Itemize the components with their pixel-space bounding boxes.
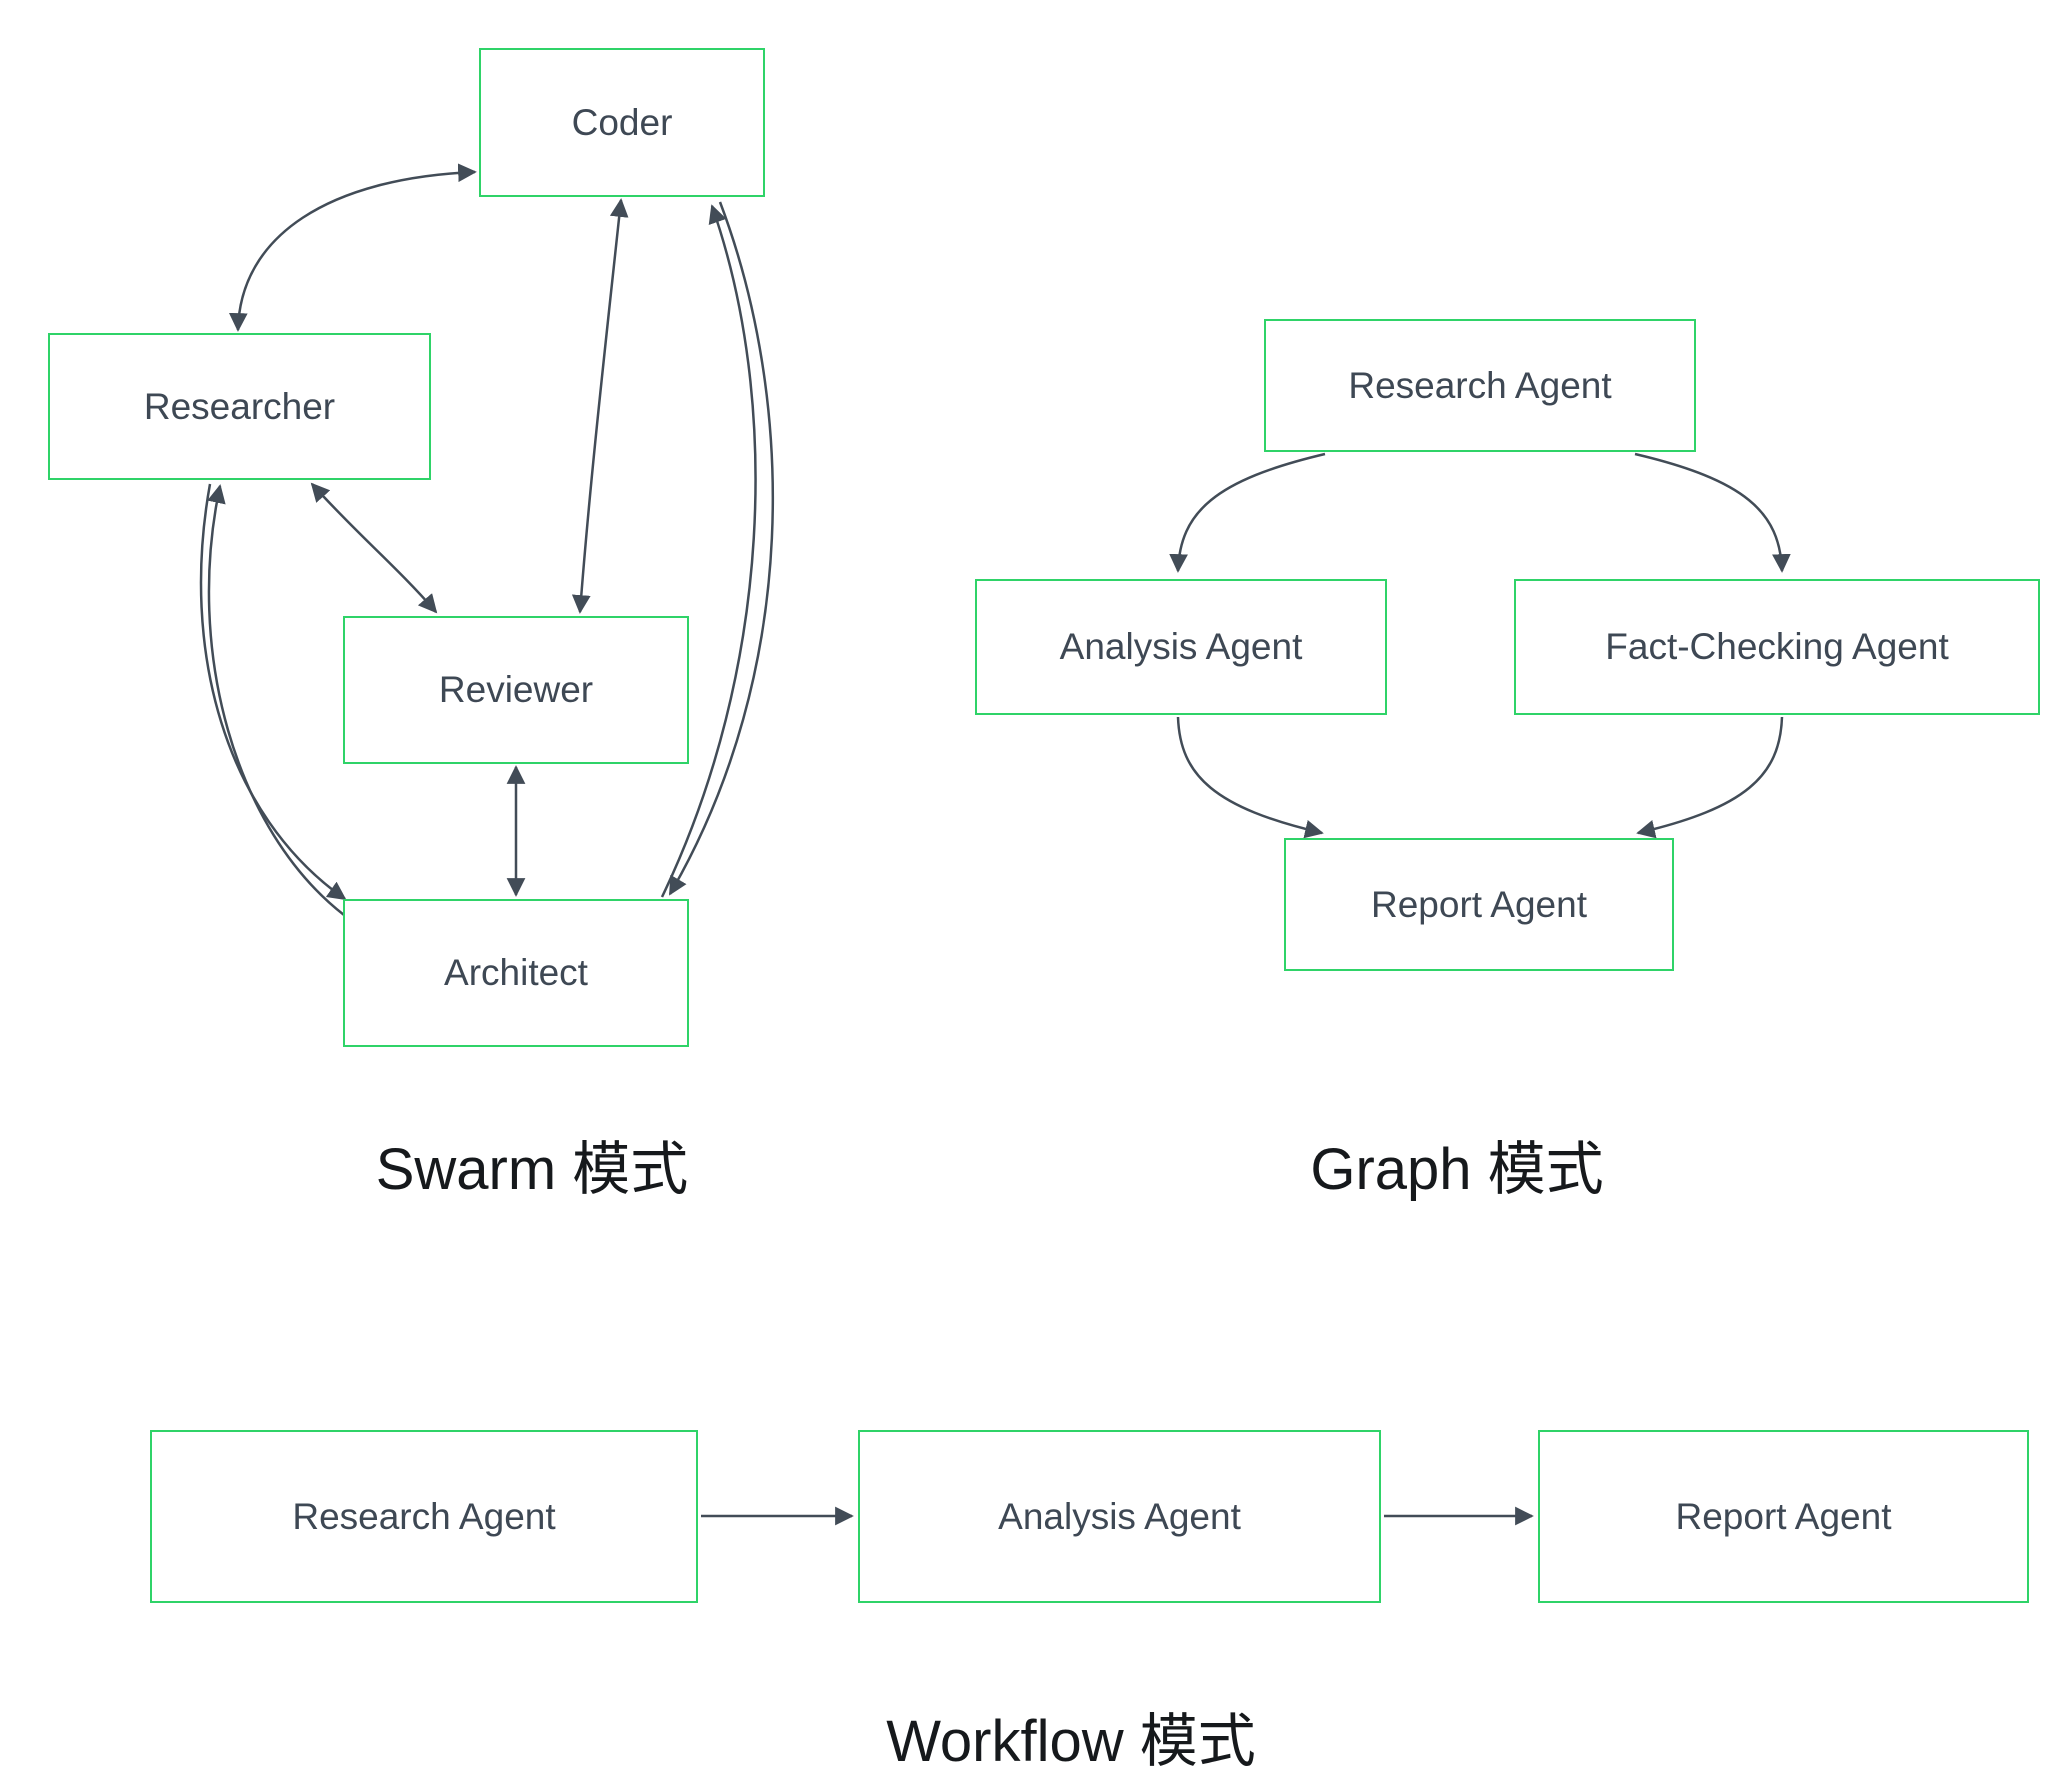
swarm-node-architect: Architect: [343, 899, 689, 1047]
graph-node-report-agent-label: Report Agent: [1371, 883, 1587, 925]
swarm-node-researcher-label: Researcher: [143, 385, 336, 427]
swarm-diagram-title: Swarm 模式: [375, 1137, 689, 1202]
edge-coder-reviewer: [571, 198, 629, 614]
workflow-node-report-agent-label: Report Agent: [1675, 1495, 1892, 1537]
swarm-node-architect-label: Architect: [444, 952, 588, 993]
graph-node-fact-checking-agent: Fact-Checking Agent: [1514, 579, 2040, 715]
edge-researcher-coder: [228, 163, 477, 332]
graph-node-analysis-agent-label: Analysis Agent: [1059, 626, 1303, 667]
graph-node-fact-checking-agent-label: Fact-Checking Agent: [1605, 626, 1949, 667]
swarm-node-reviewer: Reviewer: [343, 616, 689, 764]
swarm-node-coder-label: Coder: [571, 101, 673, 143]
graph-node-research-agent: Research Agent: [1264, 319, 1696, 452]
swarm-node-reviewer-label: Reviewer: [438, 669, 594, 710]
workflow-diagram-title: Workflow 模式: [886, 1709, 1256, 1774]
workflow-node-research-agent: Research Agent: [150, 1430, 698, 1603]
edge-coder-architect-out: [668, 201, 774, 896]
graph-node-report-agent: Report Agent: [1284, 838, 1674, 971]
swarm-node-researcher: Researcher: [48, 333, 431, 480]
swarm-node-coder: Coder: [479, 48, 765, 197]
edge-researcher-reviewer: [310, 482, 438, 614]
graph-node-analysis-agent: Analysis Agent: [975, 579, 1387, 715]
workflow-node-analysis-agent-label: Analysis Agent: [998, 1495, 1241, 1537]
edge-researcher-architect-out: [199, 483, 347, 901]
workflow-node-analysis-agent: Analysis Agent: [858, 1430, 1381, 1603]
edge-factcheck-report: [1636, 716, 1784, 839]
edge-research-factcheck: [1634, 452, 1791, 573]
edge-architect-coder-back: [660, 204, 757, 898]
workflow-node-research-agent-label: Research Agent: [292, 1495, 556, 1537]
edge-research-analysis: [1169, 452, 1326, 573]
graph-diagram-title: Graph 模式: [1310, 1137, 1604, 1202]
graph-node-research-agent-label: Research Agent: [1348, 364, 1612, 406]
workflow-node-report-agent: Report Agent: [1538, 1430, 2029, 1603]
edge-analysis-report: [1176, 716, 1324, 839]
edge-architect-researcher-back: [207, 484, 345, 916]
